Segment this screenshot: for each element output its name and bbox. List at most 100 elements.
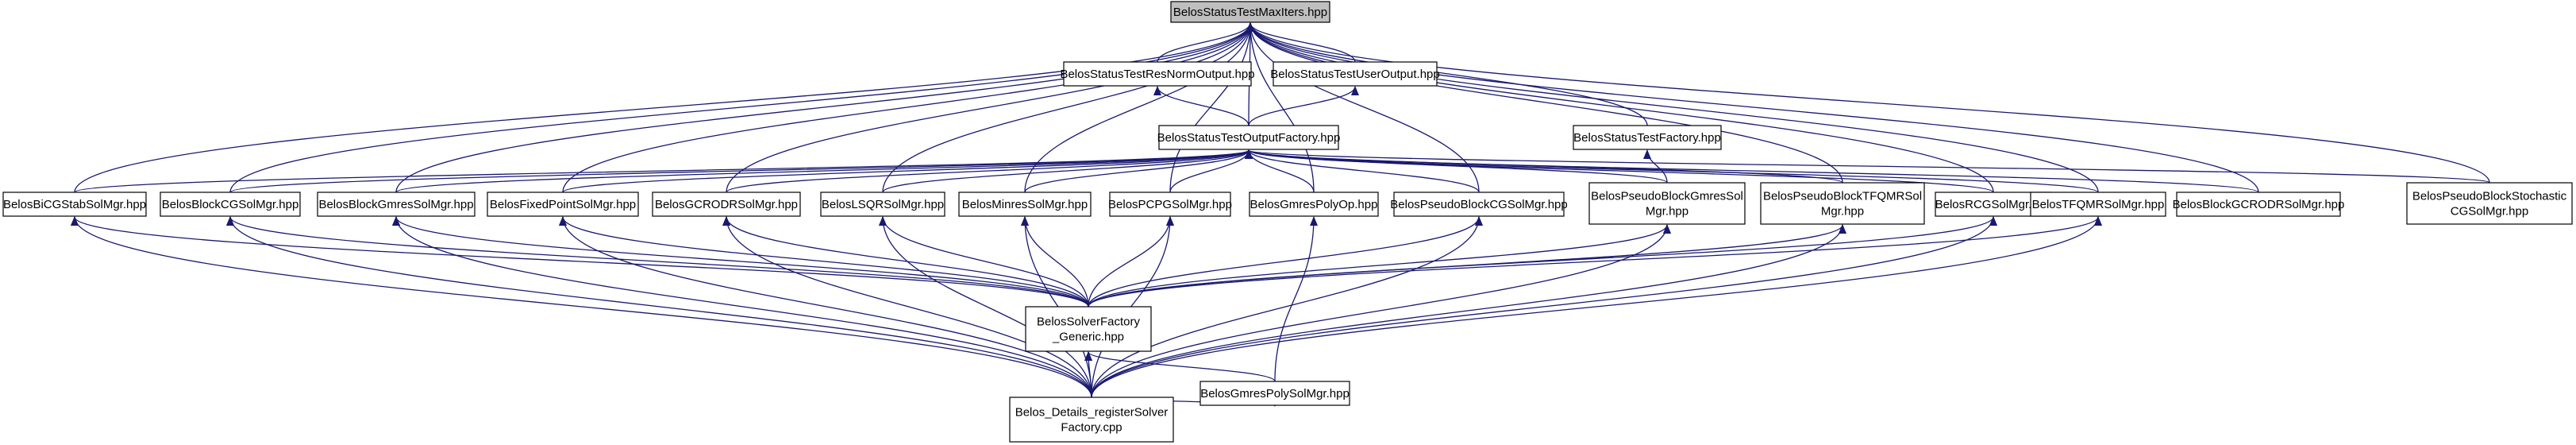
node-label: BelosGmresPolyOp.hpp (1250, 198, 1378, 211)
node-label: BelosBlockCGSolMgr.hpp (162, 198, 299, 211)
node-box (1588, 182, 1746, 225)
edge-reg-includes-lsqr (879, 216, 1092, 398)
node-label: BelosStatusTestUserOutput.hpp (1270, 68, 1439, 81)
edge-bgm-includes-outfact (395, 149, 1253, 193)
node-box (1760, 182, 1925, 225)
edge-bcg-includes-root (229, 22, 1254, 193)
node-box (2030, 192, 2166, 217)
node-box (1025, 306, 1152, 352)
node-gcrodr[interactable]: BelosGCRODRSolMgr.hpp (652, 192, 801, 217)
edge-reg-includes-sfg (1084, 351, 1093, 398)
edge-reg-includes-fp (559, 216, 1092, 398)
edge-reg-includes-bgm (392, 216, 1092, 398)
edge-pbtfqmr-includes-root (1246, 22, 1843, 184)
node-box (652, 192, 801, 217)
edge-pbcg-includes-outfact (1245, 149, 1480, 193)
node-label: BelosStatusTestResNormOutput.hpp (1060, 68, 1254, 81)
edge-reg-includes-pbcg (1091, 216, 1483, 398)
edge-sfg-includes-lsqr (879, 216, 1089, 308)
node-box (1170, 1, 1330, 23)
edge-pbsto-includes-outfact (1245, 149, 2490, 184)
node-resnorm[interactable]: BelosStatusTestResNormOutput.hpp (1060, 61, 1255, 87)
edges-layer (71, 22, 2490, 407)
node-box (487, 192, 639, 217)
edge-bcg-includes-outfact (229, 149, 1253, 193)
node-label: BelosBiCGStabSolMgr.hpp (3, 198, 146, 211)
node-box (2406, 182, 2573, 225)
edge-sfg-includes-bicg (71, 216, 1089, 308)
node-stfact[interactable]: BelosStatusTestFactory.hpp (1573, 125, 1722, 150)
node-box (1063, 61, 1252, 87)
edge-sfg-includes-pbcg (1088, 216, 1483, 308)
node-label: BelosPseudoBlockCGSolMgr.hpp (1390, 198, 1567, 211)
node-pbcg[interactable]: BelosPseudoBlockCGSolMgr.hpp (1390, 192, 1568, 217)
node-box (958, 192, 1092, 217)
node-box (317, 192, 476, 217)
node-tfqmr[interactable]: BelosTFQMRSolMgr.hpp (2030, 192, 2166, 217)
node-box (1009, 397, 1174, 443)
node-userout[interactable]: BelosStatusTestUserOutput.hpp (1270, 61, 1440, 87)
node-label: BelosRCGSolMgr.hpp (1935, 198, 2052, 211)
node-label: BelosBlockGmresSolMgr.hpp (318, 198, 473, 211)
node-label: BelosGCRODRSolMgr.hpp (655, 198, 798, 211)
node-pcpg[interactable]: BelosPCPGSolMgr.hpp (1108, 192, 1232, 217)
edge-resnorm-includes-root (1157, 22, 1254, 63)
edge-bicg-includes-outfact (74, 149, 1253, 193)
node-box (1393, 192, 1565, 217)
edge-sfg-includes-pbgm (1088, 224, 1671, 308)
edge-fp-includes-root (562, 22, 1254, 193)
node-label: Belos_Details_registerSolver (1015, 405, 1169, 419)
node-box (1273, 61, 1438, 87)
node-box (1199, 381, 1350, 406)
edge-fp-includes-outfact (562, 149, 1253, 193)
node-fp[interactable]: BelosFixedPointSolMgr.hpp (487, 192, 639, 217)
node-sfg[interactable]: BelosSolverFactory_Generic.hpp (1025, 306, 1152, 352)
node-bcg[interactable]: BelosBlockCGSolMgr.hpp (160, 192, 301, 217)
edge-pbsto-includes-root (1246, 22, 2490, 184)
edge-lsqr-includes-root (882, 22, 1254, 193)
node-label: BelosTFQMRSolMgr.hpp (2032, 198, 2165, 211)
edge-sfg-includes-tfqmr (1088, 216, 2102, 308)
edge-gcrodr-includes-root (726, 22, 1254, 193)
edge-outfact-includes-resnorm (1153, 86, 1249, 126)
edge-outfact-includes-userout (1248, 86, 1359, 126)
edge-gpsm-includes-gpop (1274, 216, 1318, 382)
edge-bgcrodr-includes-outfact (1245, 149, 2259, 193)
edge-reg-includes-pbgm (1091, 224, 1671, 398)
node-label: BelosSolverFactory (1037, 315, 1141, 328)
node-label: CGSolMgr.hpp (2451, 204, 2528, 218)
edge-lsqr-includes-outfact (882, 149, 1253, 193)
node-root[interactable]: BelosStatusTestMaxIters.hpp (1170, 1, 1330, 23)
node-box (2, 192, 147, 217)
node-gpop[interactable]: BelosGmresPolyOp.hpp (1249, 192, 1379, 217)
node-box (1573, 125, 1722, 150)
node-bicg[interactable]: BelosBiCGStabSolMgr.hpp (2, 192, 147, 217)
node-label: BelosStatusTestOutputFactory.hpp (1157, 131, 1341, 145)
edge-tfqmr-includes-outfact (1245, 149, 2099, 193)
edge-sfg-includes-minres (1021, 216, 1089, 308)
node-label: Mgr.hpp (1646, 204, 1688, 218)
edge-minres-includes-outfact (1024, 149, 1253, 193)
node-minres[interactable]: BelosMinresSolMgr.hpp (958, 192, 1092, 217)
node-label: BelosMinresSolMgr.hpp (962, 198, 1088, 211)
edge-gpsm-includes-sfg (1084, 351, 1276, 382)
node-bgcrodr[interactable]: BelosBlockGCRODRSolMgr.hpp (2173, 192, 2345, 217)
node-label: Mgr.hpp (1821, 204, 1864, 218)
node-bgm[interactable]: BelosBlockGmresSolMgr.hpp (317, 192, 476, 217)
edge-reg-includes-tfqmr (1091, 216, 2102, 398)
edge-sfg-includes-bcg (226, 216, 1089, 308)
edge-reg-includes-rcg (1091, 216, 1997, 398)
edge-tfqmr-includes-root (1246, 22, 2099, 193)
node-lsqr[interactable]: BelosLSQRSolMgr.hpp (820, 192, 945, 217)
node-box (820, 192, 945, 217)
edge-reg-includes-bicg (71, 216, 1092, 398)
node-outfact[interactable]: BelosStatusTestOutputFactory.hpp (1157, 125, 1341, 150)
edge-sfg-includes-pcpg (1088, 216, 1174, 308)
node-gpsm[interactable]: BelosGmresPolySolMgr.hpp (1199, 381, 1350, 406)
node-label: Factory.cpp (1061, 420, 1122, 434)
